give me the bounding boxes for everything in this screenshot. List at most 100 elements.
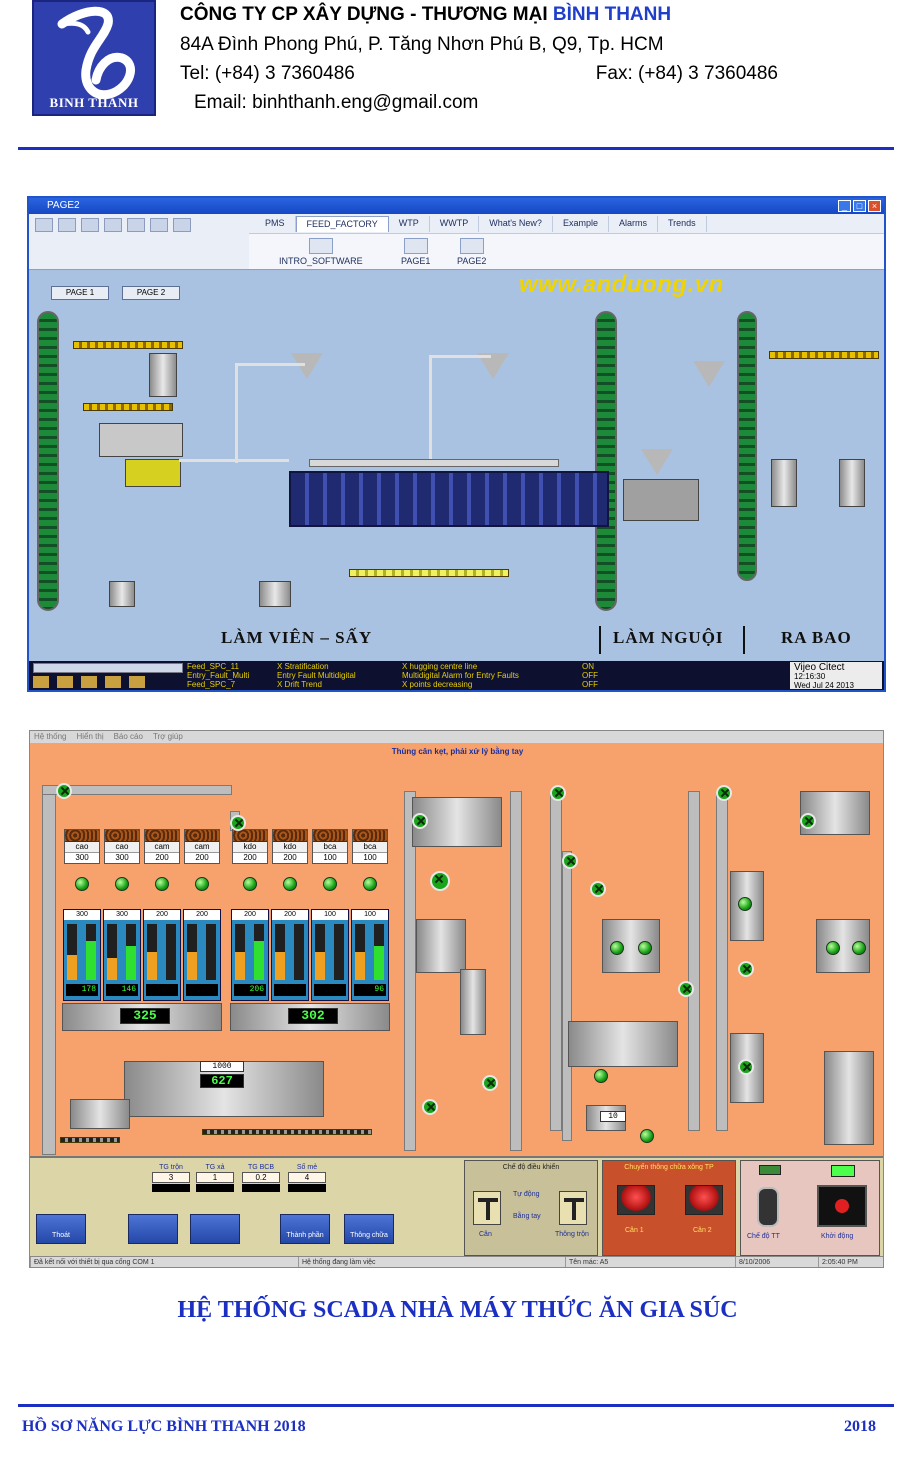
canvas-page2-button[interactable]: PAGE 2: [122, 286, 180, 300]
tool-icon[interactable]: [57, 676, 73, 688]
mixer-indicator: [594, 1069, 608, 1083]
scale-reading: [274, 984, 306, 996]
rocker-switch[interactable]: [757, 1187, 779, 1227]
tool-icon[interactable]: [33, 676, 49, 688]
page-icon[interactable]: [81, 218, 99, 232]
company-name-prefix: CÔNG TY CP XÂY DỰNG - THƯƠNG MẠI: [180, 4, 553, 25]
forward-icon[interactable]: [58, 218, 76, 232]
weigh-scale: 100: [311, 909, 349, 1001]
scale-reading: [186, 984, 218, 996]
header-divider: [18, 147, 894, 150]
home-icon[interactable]: [150, 218, 168, 232]
maximize-icon[interactable]: □: [853, 200, 866, 212]
page-button-page2[interactable]: PAGE2: [457, 238, 486, 266]
param-label: TG trộn: [159, 1164, 183, 1171]
param-discharge-time: TG xả 1: [196, 1164, 234, 1192]
bin-name: cam: [194, 842, 210, 851]
param-value[interactable]: 4: [288, 1172, 326, 1183]
alarm-row[interactable]: Entry_Fault_Multi Entry Fault Multidigit…: [187, 671, 622, 680]
scale-bar: [147, 924, 157, 980]
tab-wtp[interactable]: WTP: [389, 216, 430, 232]
exit-button[interactable]: Thoát: [36, 1214, 86, 1244]
valve-icon[interactable]: [800, 813, 816, 829]
tab-wwtp[interactable]: WWTP: [430, 216, 480, 232]
param-value[interactable]: 3: [152, 1172, 190, 1183]
valve-icon[interactable]: [482, 1075, 498, 1091]
menu-icon[interactable]: [173, 218, 191, 232]
menu-item[interactable]: Hệ thống: [34, 732, 67, 741]
bin-value: 100: [313, 852, 347, 863]
maintenance-button[interactable]: Thông chữa: [344, 1214, 394, 1244]
alarm-row[interactable]: Feed_SPC_7 X Drift Trend X points decrea…: [187, 680, 622, 689]
param-value[interactable]: 1: [196, 1172, 234, 1183]
scale-bar: [374, 924, 384, 980]
command-line[interactable]: [33, 663, 183, 673]
tab-feed-factory[interactable]: FEED_FACTORY: [295, 216, 389, 232]
tab-trends[interactable]: Trends: [658, 216, 707, 232]
tab-alarms[interactable]: Alarms: [609, 216, 658, 232]
page-button-page1[interactable]: PAGE1: [401, 238, 430, 266]
mode-label-auto: Tự động: [513, 1191, 540, 1198]
valve-icon[interactable]: [678, 981, 694, 997]
scale-bar: [67, 924, 77, 980]
status-time: 2:05:40 PM: [818, 1257, 858, 1267]
start-button[interactable]: [817, 1185, 867, 1227]
chain-conveyor: [60, 1137, 120, 1143]
param-label: TG xả: [205, 1164, 225, 1171]
elevator-leg: [510, 791, 522, 1151]
tab-whats-new[interactable]: What's New?: [479, 216, 553, 232]
valve-icon[interactable]: [562, 853, 578, 869]
formula-button[interactable]: Thành phần: [280, 1214, 330, 1244]
close-icon[interactable]: ×: [868, 200, 881, 212]
scale-bar: [187, 924, 197, 980]
valve-icon[interactable]: [230, 815, 246, 831]
canvas-page1-button[interactable]: PAGE 1: [51, 286, 109, 300]
menu-item[interactable]: Hiển thị: [76, 732, 104, 741]
back-icon[interactable]: [35, 218, 53, 232]
mode-switch[interactable]: [473, 1191, 501, 1225]
valve-icon[interactable]: [738, 961, 754, 977]
elevator-head: [42, 785, 232, 795]
nav-button[interactable]: [190, 1214, 240, 1244]
menu-item[interactable]: Báo cáo: [113, 732, 143, 741]
scale-setpoint: 300: [104, 910, 140, 920]
stop-button[interactable]: [617, 1185, 655, 1215]
menu-item[interactable]: Trợ giúp: [152, 732, 183, 741]
product-bin: [839, 459, 865, 507]
valve-icon[interactable]: [738, 1059, 754, 1075]
nav-right-icon[interactable]: [127, 218, 145, 232]
window-title: PAGE2: [47, 200, 80, 211]
scale-bar: [334, 924, 344, 980]
valve-icon[interactable]: [550, 785, 566, 801]
nav-button[interactable]: [128, 1214, 178, 1244]
figure-caption: HỆ THỐNG SCADA NHÀ MÁY THỨC ĂN GIA SÚC: [177, 1297, 738, 1323]
valve-icon[interactable]: [422, 1099, 438, 1115]
tool-icon[interactable]: [105, 676, 121, 688]
tab-example[interactable]: Example: [553, 216, 609, 232]
window-controls: _ □ ×: [838, 200, 881, 212]
valve-icon[interactable]: [590, 881, 606, 897]
alarm-desc: X points decreasing: [402, 680, 473, 689]
scada-screenshot-batching: Hệ thống Hiển thị Báo cáo Trợ giúp Thùng…: [29, 730, 884, 1268]
valve-icon[interactable]: [412, 813, 428, 829]
stop-button[interactable]: [685, 1185, 723, 1215]
valve-icon[interactable]: [430, 871, 450, 891]
tab-pms[interactable]: PMS: [255, 216, 296, 232]
alarm-message: Thùng cân kẹt, phải xử lý bằng tay: [391, 747, 524, 756]
nav-left-icon[interactable]: [104, 218, 122, 232]
minimize-icon[interactable]: _: [838, 200, 851, 212]
bin-value: 100: [353, 852, 387, 863]
page-button-intro[interactable]: INTRO_SOFTWARE: [279, 238, 363, 266]
process-canvas: PAGE 1 PAGE 2 www.anduong.vn: [29, 271, 884, 661]
param-value[interactable]: 0.2: [242, 1172, 280, 1183]
tool-icon[interactable]: [81, 676, 97, 688]
warning-icon[interactable]: [129, 676, 145, 688]
status-date: 8/10/2006: [735, 1257, 770, 1267]
alarm-row[interactable]: Feed_SPC_11 X Stratification X hugging c…: [187, 662, 622, 671]
mix-switch[interactable]: [559, 1191, 587, 1225]
valve-icon[interactable]: [716, 785, 732, 801]
valve-icon[interactable]: [56, 783, 72, 799]
stop-label: Cân 2: [693, 1227, 712, 1234]
